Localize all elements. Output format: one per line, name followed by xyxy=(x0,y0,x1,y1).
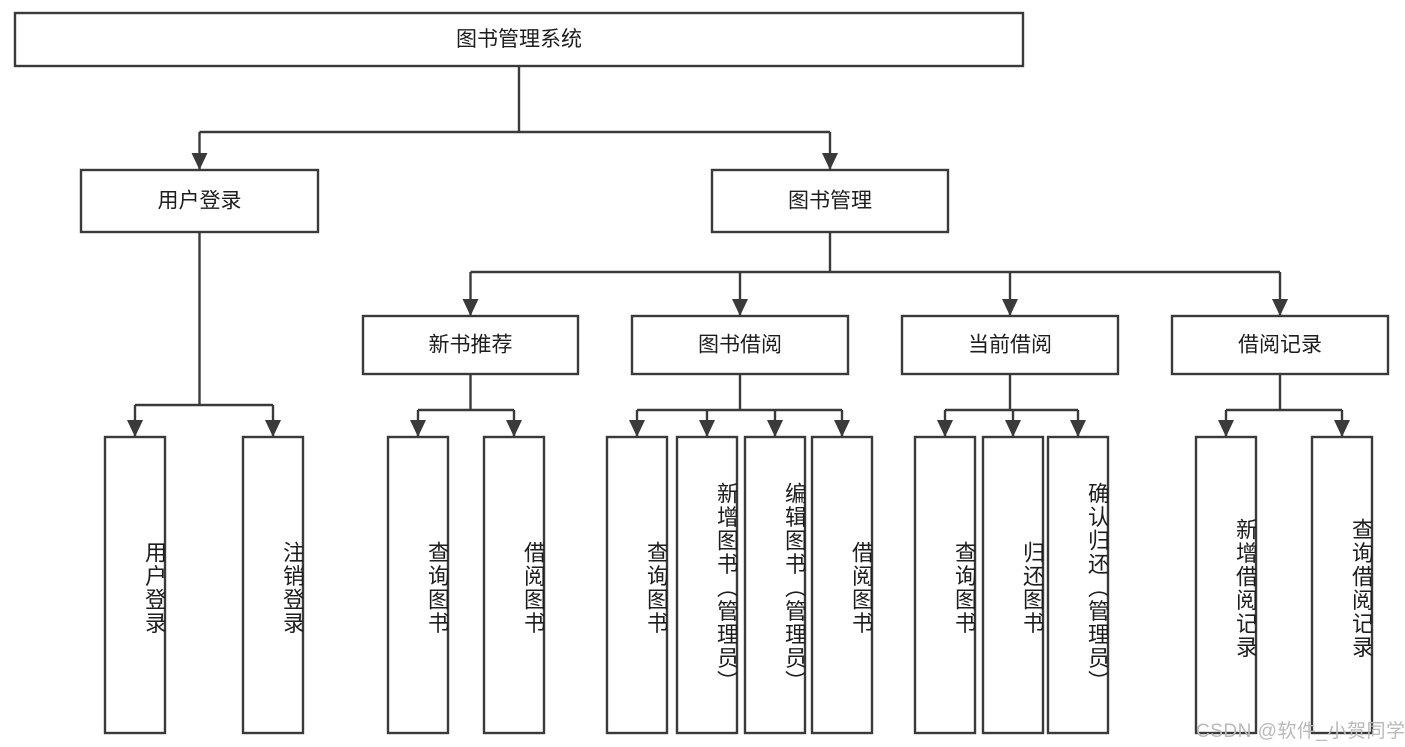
node-box-leaf-confirm-return[interactable] xyxy=(1046,435,1110,735)
connector-layer xyxy=(127,66,1350,437)
node-label-current-borrow: 当前借阅 xyxy=(968,334,1052,357)
arrow-book-manage xyxy=(822,153,838,170)
arrow-book-borrow xyxy=(732,299,748,316)
node-box-leaf-query-record[interactable] xyxy=(1310,435,1374,735)
arrow-leaf-query-book-cur xyxy=(937,420,953,437)
node-box-leaf-borrow-book-rec[interactable] xyxy=(482,435,546,735)
arrow-user-login xyxy=(191,153,208,170)
node-box-leaf-edit-book[interactable] xyxy=(743,435,807,735)
node-label-book-borrow: 图书借阅 xyxy=(698,334,782,357)
node-box-leaf-query-book-rec[interactable] xyxy=(386,435,450,735)
node-label-borrow-record: 借阅记录 xyxy=(1238,334,1322,357)
node-box-leaf-logout[interactable] xyxy=(241,435,305,735)
arrow-leaf-edit-book xyxy=(767,420,783,437)
arrow-leaf-logout xyxy=(265,420,281,437)
node-box-book-manage[interactable] xyxy=(710,168,950,234)
arrow-borrow-record xyxy=(1272,299,1288,316)
node-label-root: 图书管理系统 xyxy=(456,28,582,51)
node-box-borrow-record[interactable] xyxy=(1170,314,1390,376)
arrow-new-book-recommend xyxy=(462,299,479,316)
node-box-root[interactable] xyxy=(13,11,1025,68)
arrow-leaf-add-record xyxy=(1218,420,1234,437)
arrow-leaf-query-book-rec xyxy=(410,420,426,437)
arrow-leaf-confirm-return xyxy=(1070,420,1086,437)
node-box-leaf-add-record[interactable] xyxy=(1194,435,1258,735)
arrow-current-borrow xyxy=(1002,299,1018,316)
node-box-leaf-query-book-borrow[interactable] xyxy=(605,435,669,735)
arrow-leaf-user-login xyxy=(127,420,143,437)
arrow-leaf-return-book xyxy=(1005,420,1021,437)
arrow-leaf-borrow-book-rec xyxy=(506,420,522,437)
node-box-user-login[interactable] xyxy=(79,168,320,234)
node-label-book-manage: 图书管理 xyxy=(788,190,872,213)
node-box-new-book-recommend[interactable] xyxy=(361,314,580,376)
node-box-layer xyxy=(13,11,1390,735)
node-box-leaf-add-book[interactable] xyxy=(675,435,739,735)
node-label-user-login: 用户登录 xyxy=(158,190,242,213)
arrow-leaf-query-book-borrow xyxy=(629,420,645,437)
arrow-leaf-borrow-book xyxy=(834,420,850,437)
node-box-book-borrow[interactable] xyxy=(630,314,850,376)
node-box-current-borrow[interactable] xyxy=(900,314,1120,376)
node-box-leaf-query-book-cur[interactable] xyxy=(913,435,977,735)
node-label-new-book-recommend: 新书推荐 xyxy=(429,334,513,357)
arrow-leaf-add-book xyxy=(699,420,715,437)
arrow-leaf-query-record xyxy=(1334,420,1350,437)
csdn-watermark: CSDN @软件_小贺同学 xyxy=(1196,721,1405,742)
node-box-leaf-return-book[interactable] xyxy=(981,435,1045,735)
node-box-leaf-borrow-book[interactable] xyxy=(810,435,874,735)
node-box-leaf-user-login[interactable] xyxy=(103,435,167,735)
